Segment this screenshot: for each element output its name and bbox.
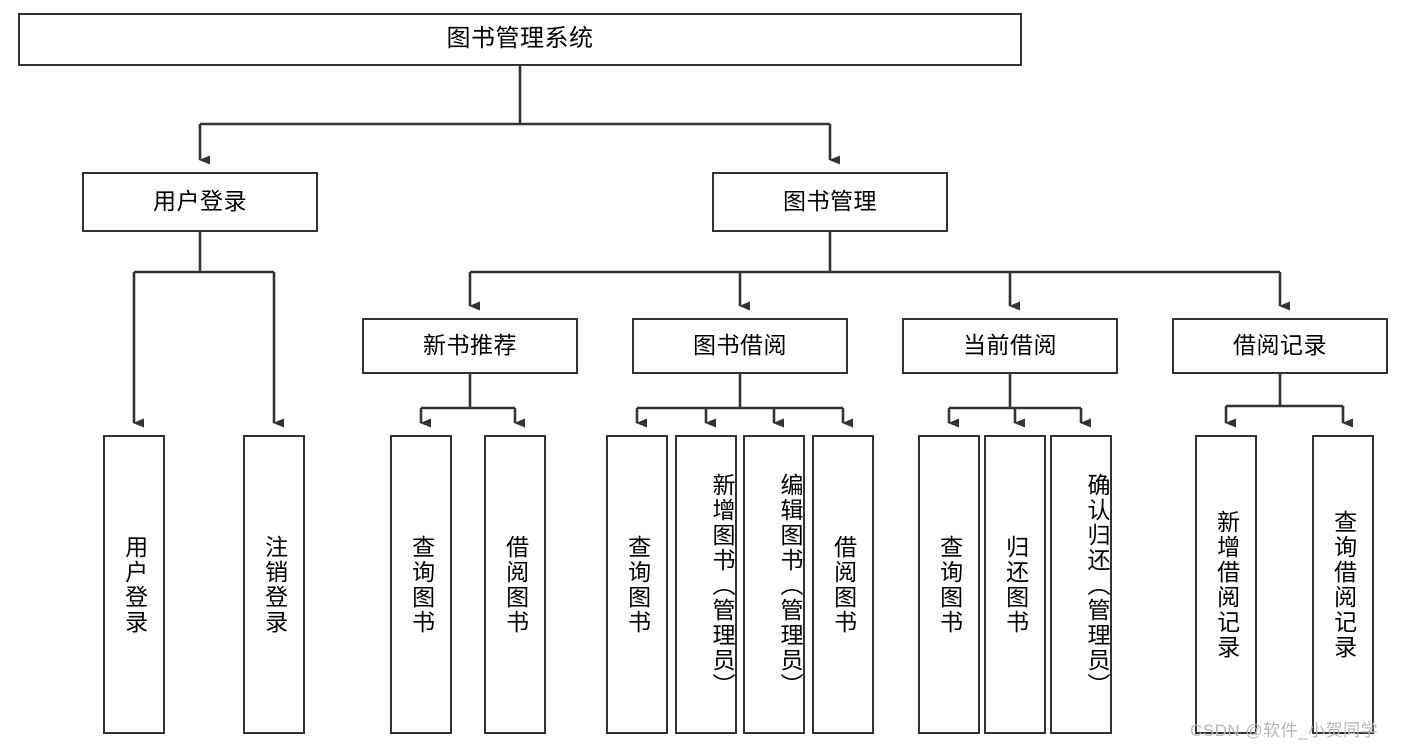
- node-book-borrow-label: 图书借阅: [693, 332, 787, 359]
- node-user-login-label: 用户登录: [153, 188, 247, 215]
- leaf-confirm-return-label: 确认归还（管理员）: [1084, 473, 1110, 698]
- node-borrow-record-label: 借阅记录: [1233, 332, 1327, 359]
- node-root-label: 图书管理系统: [446, 25, 594, 53]
- node-root-system[interactable]: 图书管理系统: [18, 13, 1022, 66]
- leaf-confirm-return[interactable]: 确认归还（管理员）: [1050, 435, 1112, 734]
- leaf-edit-book-label: 编辑图书（管理员）: [777, 473, 803, 698]
- leaf-user-login-label: 用户登录: [121, 534, 148, 635]
- node-new-book-recommend[interactable]: 新书推荐: [362, 318, 578, 374]
- leaf-user-logout-label: 注销登录: [261, 534, 288, 635]
- node-borrow-record[interactable]: 借阅记录: [1172, 318, 1388, 374]
- leaf-add-record[interactable]: 新增借阅记录: [1195, 435, 1257, 734]
- leaf-user-login[interactable]: 用户登录: [103, 435, 165, 734]
- node-new-book-recommend-label: 新书推荐: [423, 332, 517, 359]
- leaf-add-record-label: 新增借阅记录: [1213, 509, 1240, 660]
- leaf-query-book-1-label: 查询图书: [408, 534, 435, 635]
- leaf-borrow-book-1-label: 借阅图书: [502, 534, 529, 635]
- leaf-return-book[interactable]: 归还图书: [984, 435, 1046, 734]
- leaf-query-record[interactable]: 查询借阅记录: [1312, 435, 1374, 734]
- leaf-borrow-book-2[interactable]: 借阅图书: [812, 435, 874, 734]
- leaf-query-book-1[interactable]: 查询图书: [390, 435, 452, 734]
- leaf-user-logout[interactable]: 注销登录: [243, 435, 305, 734]
- leaf-borrow-book-1[interactable]: 借阅图书: [484, 435, 546, 734]
- leaf-query-book-2-label: 查询图书: [624, 534, 651, 635]
- leaf-query-record-label: 查询借阅记录: [1330, 509, 1357, 660]
- node-user-login[interactable]: 用户登录: [82, 172, 318, 232]
- node-current-borrow-label: 当前借阅: [963, 332, 1057, 359]
- leaf-borrow-book-2-label: 借阅图书: [830, 534, 857, 635]
- node-book-borrow[interactable]: 图书借阅: [632, 318, 848, 374]
- leaf-add-book-label: 新增图书（管理员）: [709, 473, 735, 698]
- leaf-edit-book[interactable]: 编辑图书（管理员）: [743, 435, 805, 734]
- node-book-manage[interactable]: 图书管理: [712, 172, 948, 232]
- node-current-borrow[interactable]: 当前借阅: [902, 318, 1118, 374]
- leaf-query-book-2[interactable]: 查询图书: [606, 435, 668, 734]
- node-book-manage-label: 图书管理: [783, 188, 877, 215]
- leaf-query-book-3-label: 查询图书: [936, 534, 963, 635]
- leaf-query-book-3[interactable]: 查询图书: [918, 435, 980, 734]
- leaf-return-book-label: 归还图书: [1002, 534, 1029, 635]
- leaf-add-book[interactable]: 新增图书（管理员）: [675, 435, 737, 734]
